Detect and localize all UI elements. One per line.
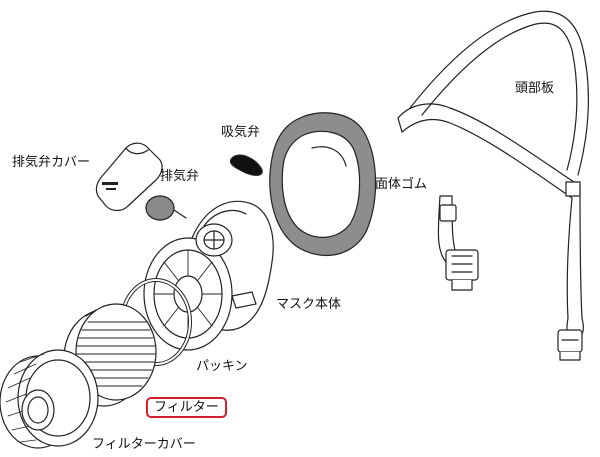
head-harness — [397, 10, 589, 361]
exhaust-valve-cover-part — [95, 142, 163, 212]
label-exhaust-valve-cover: 排気弁カバー — [12, 155, 91, 170]
label-mask-body: マスク本体 — [276, 297, 342, 312]
label-packing: パッキン — [196, 359, 248, 374]
exhaust-valve-part — [145, 195, 187, 221]
label-filter-highlighted: フィルター — [146, 397, 227, 418]
label-face-rubber: 面体ゴム — [375, 177, 428, 192]
label-filter-cover: フィルターカバー — [92, 437, 196, 452]
intake-valve-part — [229, 154, 263, 176]
label-intake-valve: 吸気弁 — [221, 125, 261, 140]
label-exhaust-valve: 排気弁 — [160, 169, 200, 184]
mask-body-part — [143, 200, 274, 351]
face-rubber-part — [269, 112, 377, 257]
filter-cover-part — [0, 349, 99, 449]
label-head-plate: 頭部板 — [515, 81, 555, 96]
